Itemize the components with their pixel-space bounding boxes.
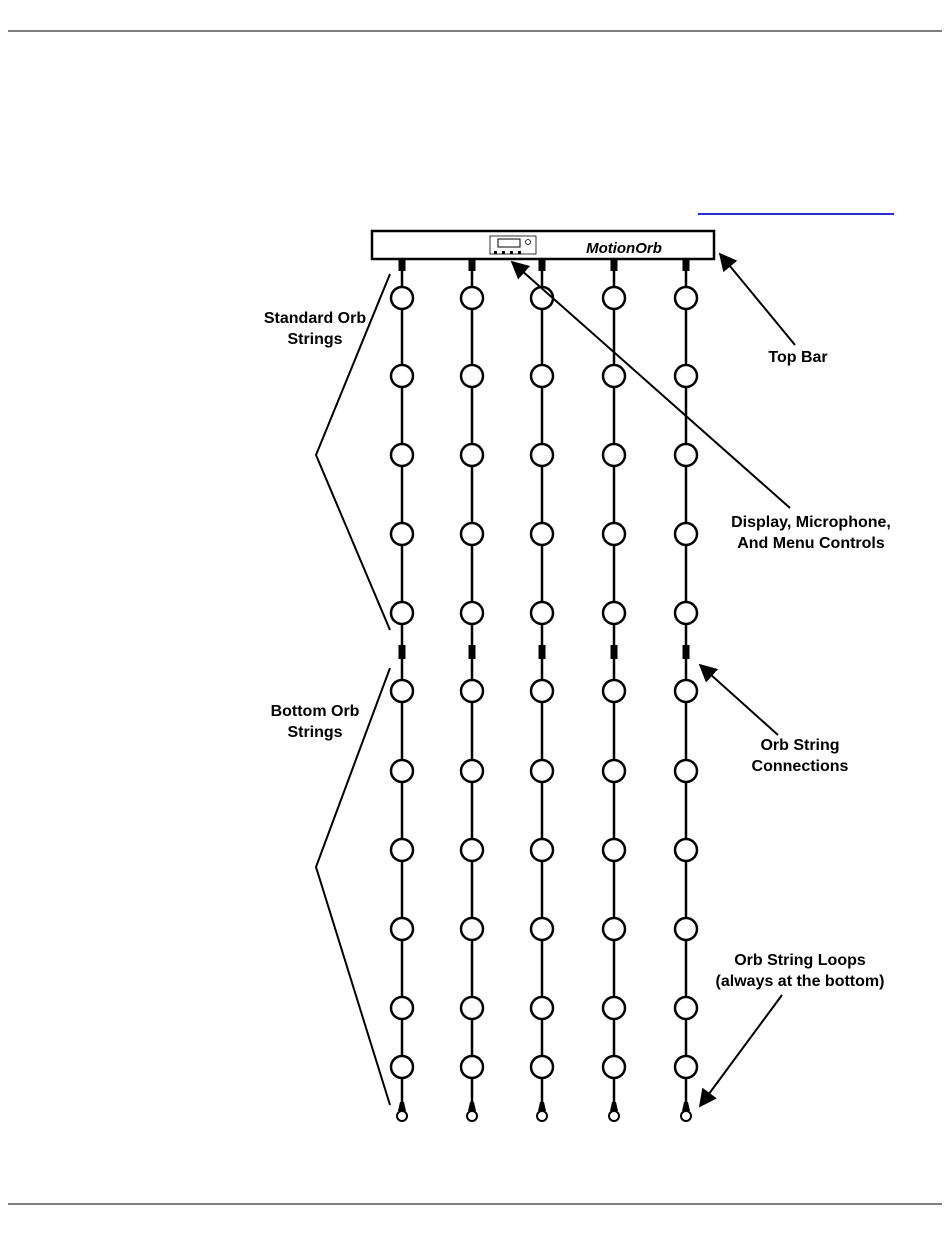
standard-orb <box>675 602 697 624</box>
top-connector <box>539 259 546 271</box>
bottom-orb <box>603 680 625 702</box>
bottom-orb <box>603 839 625 861</box>
string-connection <box>469 645 476 659</box>
standard-orb <box>461 444 483 466</box>
bottom-orb <box>675 997 697 1019</box>
standard-orb <box>461 365 483 387</box>
string-connection <box>399 645 406 659</box>
standard-orb-strings-label: Standard Orb Strings <box>240 308 390 350</box>
bottom-orb <box>461 680 483 702</box>
brand-logo: MotionOrb <box>586 240 662 257</box>
string-loop <box>397 1111 407 1121</box>
standard-orb <box>391 523 413 545</box>
standard-orb <box>391 287 413 309</box>
string-connection <box>611 645 618 659</box>
loop-crimp <box>468 1102 476 1111</box>
standard-orb <box>531 444 553 466</box>
bottom-orb <box>675 680 697 702</box>
top-connector <box>469 259 476 271</box>
top-connector <box>683 259 690 271</box>
bottom-orb <box>531 760 553 782</box>
bottom-orb <box>603 760 625 782</box>
orb-strings <box>391 259 697 1121</box>
top-bar-arrow <box>720 254 795 345</box>
orb-string-connections-label: Orb String Connections <box>710 735 890 777</box>
standard-orb <box>531 287 553 309</box>
standard-orb <box>603 523 625 545</box>
standard-orb <box>531 602 553 624</box>
bottom-orb <box>675 839 697 861</box>
connections-arrow <box>700 665 778 735</box>
top-bar-frame <box>372 231 714 259</box>
string-loop <box>609 1111 619 1121</box>
bottom-orb <box>461 760 483 782</box>
bottom-orb <box>531 1056 553 1078</box>
bottom-orb <box>391 760 413 782</box>
bottom-orb <box>603 1056 625 1078</box>
standard-orb <box>461 287 483 309</box>
standard-orb <box>391 602 413 624</box>
standard-orb <box>675 287 697 309</box>
standard-orb <box>391 444 413 466</box>
string-loop <box>537 1111 547 1121</box>
bottom-rule <box>8 1203 942 1205</box>
string-loop <box>467 1111 477 1121</box>
display-arrow <box>512 262 790 508</box>
bottom-orb <box>391 918 413 940</box>
loop-crimp <box>682 1102 690 1111</box>
bottom-orb <box>603 997 625 1019</box>
bottom-orb <box>391 1056 413 1078</box>
top-connector <box>399 259 406 271</box>
standard-orb <box>531 365 553 387</box>
string-loop <box>681 1111 691 1121</box>
top-connector <box>611 259 618 271</box>
bottom-orb <box>675 760 697 782</box>
bottom-orb-strings-label: Bottom Orb Strings <box>240 701 390 743</box>
bottom-orb <box>531 918 553 940</box>
bottom-orb <box>531 997 553 1019</box>
display-controls-label: Display, Microphone, And Menu Controls <box>696 512 926 554</box>
bottom-orb <box>675 1056 697 1078</box>
bottom-orb <box>603 918 625 940</box>
standard-orb <box>603 365 625 387</box>
standard-orb <box>531 523 553 545</box>
bottom-orb <box>461 839 483 861</box>
standard-orb <box>675 523 697 545</box>
bottom-orb <box>675 918 697 940</box>
bottom-orb <box>391 680 413 702</box>
standard-orb <box>391 365 413 387</box>
bottom-orb <box>461 997 483 1019</box>
loop-crimp <box>398 1102 406 1111</box>
loop-crimp <box>610 1102 618 1111</box>
standard-orb <box>603 444 625 466</box>
bottom-orb <box>531 839 553 861</box>
bottom-orb <box>531 680 553 702</box>
bottom-orb <box>391 997 413 1019</box>
string-connection <box>539 645 546 659</box>
standard-orb <box>461 602 483 624</box>
standard-orb <box>603 287 625 309</box>
standard-orb <box>603 602 625 624</box>
standard-orb <box>675 444 697 466</box>
string-connection <box>683 645 690 659</box>
loops-arrow <box>700 995 782 1106</box>
bottom-orb <box>461 1056 483 1078</box>
bottom-orb <box>391 839 413 861</box>
top-bar: MotionOrb <box>372 231 714 259</box>
standard-orb <box>461 523 483 545</box>
loop-crimp <box>538 1102 546 1111</box>
standard-orb <box>675 365 697 387</box>
bottom-orb <box>461 918 483 940</box>
top-bar-label: Top Bar <box>738 347 858 368</box>
orb-string-loops-label: Orb String Loops (always at the bottom) <box>690 950 910 992</box>
